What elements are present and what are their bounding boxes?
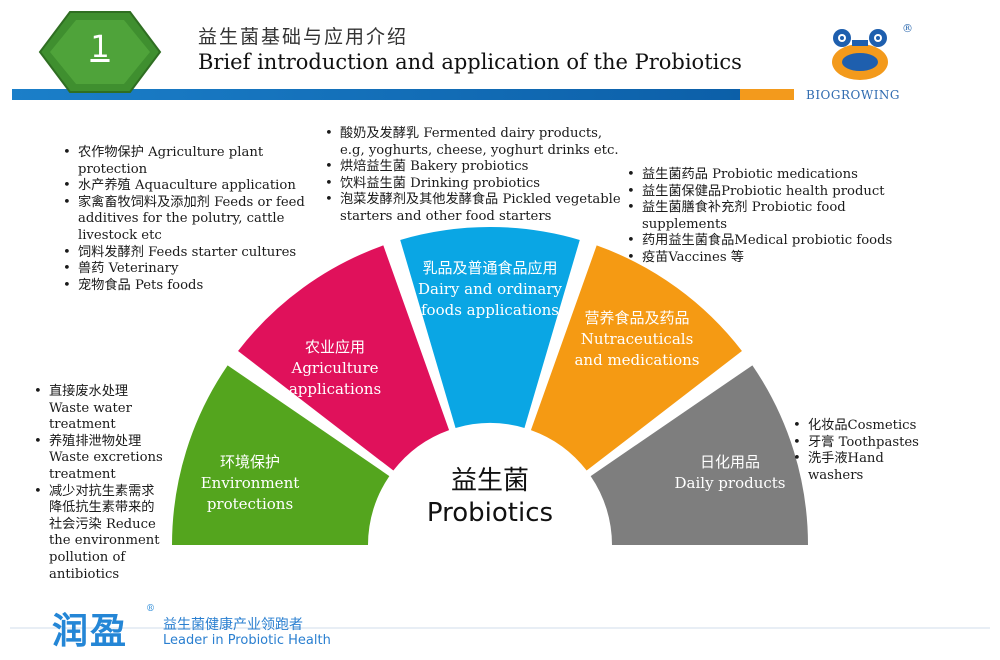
- dairy-list: 酸奶及发酵乳 Fermented dairy products, e.g, yo…: [324, 126, 624, 226]
- list-item: 洗手液Hand washers: [792, 451, 932, 484]
- segment-agriculture: [238, 245, 450, 471]
- center-title-english: Probiotics: [426, 498, 554, 528]
- list-item: 益生菌药品 Probiotic medications: [626, 167, 916, 184]
- page-title-english: Brief introduction and application of th…: [198, 50, 742, 74]
- segment-label-cn: 农业应用: [304, 338, 365, 356]
- segment-environment: [172, 365, 390, 545]
- segment-label-agriculture: 农业应用 Agriculture applications: [265, 337, 405, 400]
- segment-label-cn: 营养食品及药品: [584, 309, 690, 327]
- footer-divider: [10, 627, 990, 629]
- biogrowing-mascot-icon: [832, 29, 888, 80]
- footer-slogan-chinese: 益生菌健康产业领跑者: [163, 617, 303, 633]
- header-graphics: [12, 11, 888, 100]
- segment-label-en: Dairy and ordinary: [417, 280, 562, 298]
- number-badge-label: 1: [90, 30, 110, 65]
- list-item: 牙膏 Toothpastes: [792, 435, 932, 452]
- environment-list: 直接废水处理 Waste water treatment 养殖排泄物处理 Was…: [33, 384, 163, 583]
- segment-label-en: and medications: [574, 351, 700, 369]
- segment-label-daily: 日化用品 Daily products: [660, 452, 800, 494]
- segment-label-en: protections: [206, 495, 294, 513]
- segment-label-environment: 环境保护 Environment protections: [180, 452, 320, 515]
- segment-label-cn: 乳品及普通食品应用: [422, 259, 558, 277]
- list-item: 水产养殖 Aquaculture application: [62, 178, 318, 195]
- list-item: 直接废水处理 Waste water treatment: [33, 384, 163, 434]
- list-item: 烘焙益生菌 Bakery probiotics: [324, 159, 624, 176]
- header-bar-orange: [740, 89, 794, 100]
- list-item: 化妆品Cosmetics: [792, 418, 932, 435]
- list-item: 宠物食品 Pets foods: [62, 278, 318, 295]
- footer-logo: 润盈: [52, 611, 129, 652]
- segment-label-en: applications: [288, 380, 382, 398]
- list-item: 药用益生菌食品Medical probiotic foods: [626, 233, 916, 250]
- footer-registered-mark: ®: [146, 604, 155, 614]
- segment-label-dairy: 乳品及普通食品应用 Dairy and ordinary foods appli…: [400, 258, 580, 321]
- segment-label-en: Daily products: [674, 474, 786, 492]
- list-item: 农作物保护 Agriculture plant protection: [62, 145, 318, 178]
- segment-nutraceuticals: [530, 245, 742, 471]
- page-title-chinese: 益生菌基础与应用介绍: [198, 26, 409, 48]
- segment-label-cn: 环境保护: [219, 453, 280, 471]
- brand-name: BIOGROWING: [806, 88, 901, 102]
- list-item: 疫苗Vaccines 等: [626, 250, 916, 267]
- segment-label-en: foods applications: [421, 301, 559, 319]
- list-item: 益生菌保健品Probiotic health product: [626, 184, 916, 201]
- segment-dairy: [400, 227, 580, 428]
- list-item: 酸奶及发酵乳 Fermented dairy products, e.g, yo…: [324, 126, 624, 159]
- segment-label-cn: 日化用品: [699, 453, 760, 471]
- list-item: 益生菌膳食补充剂 Probiotic food supplements: [626, 200, 916, 233]
- list-item: 饮料益生菌 Drinking probiotics: [324, 176, 624, 193]
- center-title-chinese: 益生菌: [450, 466, 529, 496]
- nutraceuticals-list: 益生菌药品 Probiotic medications 益生菌保健品Probio…: [626, 167, 916, 267]
- segment-label-en: Agriculture: [291, 359, 379, 377]
- footer-slogan-english: Leader in Probiotic Health: [163, 633, 331, 648]
- agriculture-list: 农作物保护 Agriculture plant protection 水产养殖 …: [62, 145, 318, 294]
- list-item: 家禽畜牧饲料及添加剂 Feeds or feed additives for t…: [62, 195, 318, 245]
- segment-label-nutraceuticals: 营养食品及药品 Nutraceuticals and medications: [562, 308, 712, 371]
- header-bar-blue: [12, 89, 740, 100]
- segment-label-en: Nutraceuticals: [580, 330, 694, 348]
- segment-label-en: Environment: [200, 474, 300, 492]
- list-item: 养殖排泄物处理 Waste excretions treatment: [33, 434, 163, 484]
- list-item: 减少对抗生素需求降低抗生素带来的社会污染 Reduce the environm…: [33, 484, 163, 584]
- segment-daily: [590, 365, 809, 545]
- daily-products-list: 化妆品Cosmetics 牙膏 Toothpastes 洗手液Hand wash…: [792, 418, 932, 484]
- brand-registered-mark: ®: [902, 22, 913, 35]
- list-item: 饲料发酵剂 Feeds starter cultures: [62, 245, 318, 262]
- list-item: 泡菜发酵剂及其他发酵食品 Pickled vegetable starters …: [324, 192, 624, 225]
- number-badge-hexagon-inner: [50, 20, 150, 84]
- list-item: 兽药 Veterinary: [62, 261, 318, 278]
